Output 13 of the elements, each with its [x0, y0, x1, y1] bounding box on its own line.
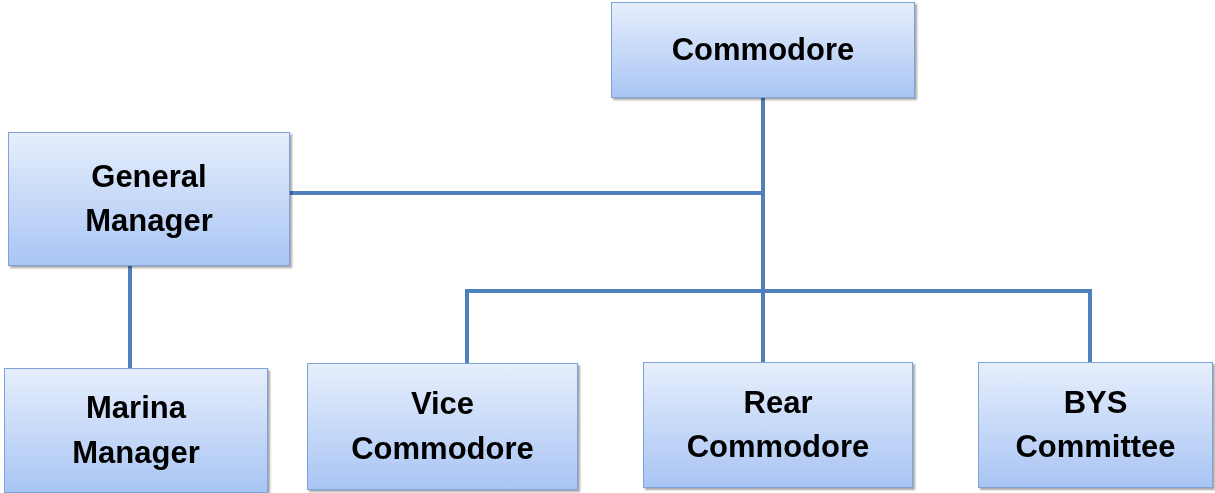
- role-title: General Manager: [84, 158, 214, 240]
- role-title: Commodore: [671, 31, 855, 69]
- org-box: [978, 362, 1213, 488]
- org-box: [643, 362, 913, 488]
- role-title: BYS Committee: [1014, 384, 1177, 466]
- role-title: Rear Commodore: [685, 384, 871, 466]
- role-title: Vice Commodore: [350, 385, 535, 468]
- connector-line: [128, 266, 132, 368]
- org-box: [611, 2, 915, 98]
- org-box: [8, 132, 290, 266]
- org-box: [4, 368, 268, 493]
- role-title: Marina Manager: [71, 389, 201, 472]
- org-box: [307, 363, 578, 490]
